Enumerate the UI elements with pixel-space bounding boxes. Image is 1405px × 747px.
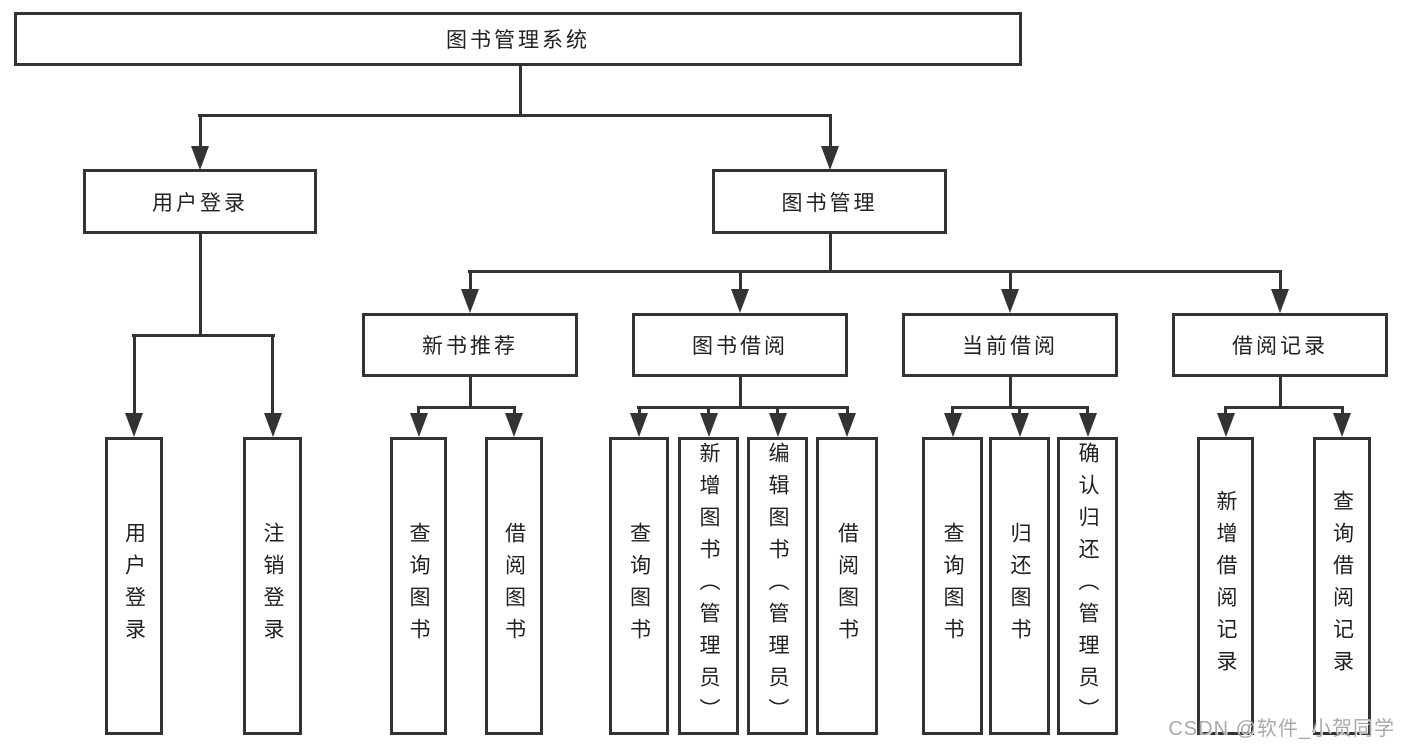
node-label: 图书管理系统 xyxy=(446,29,590,52)
connector-recommend-split xyxy=(417,406,516,409)
connector-user-login-drop xyxy=(199,231,202,336)
node-label: 用户登录 xyxy=(122,522,146,650)
connector-line xyxy=(1224,406,1227,415)
connector-line xyxy=(1086,406,1089,415)
connector-records-split xyxy=(1224,406,1343,409)
node-user-login: 用户登录 xyxy=(105,437,163,735)
node-user-login-group: 用户登录 xyxy=(83,169,317,234)
connector-to-book-management xyxy=(829,114,832,148)
connector-line xyxy=(707,406,710,415)
arrowhead-new-book-recommend xyxy=(461,289,479,313)
node-label: 注销登录 xyxy=(261,522,284,650)
arrowhead-borrow-books xyxy=(505,413,523,437)
arrowhead-add-borrow-record xyxy=(1217,413,1235,437)
node-label: 查询图书 xyxy=(407,522,430,650)
node-query-books-current: 查询图书 xyxy=(922,437,983,735)
node-confirm-return-admin: 确认归还（管理员） xyxy=(1057,437,1118,735)
node-label: 查询借阅记录 xyxy=(1330,490,1354,682)
node-label: 归还图书 xyxy=(1008,522,1031,650)
connector-borrowing-drop xyxy=(739,375,742,409)
node-library-management-system: 图书管理系统 xyxy=(14,12,1022,66)
node-logout: 注销登录 xyxy=(243,437,302,735)
connector-recommend-drop xyxy=(469,375,472,409)
arrowhead-book-borrowing xyxy=(731,289,749,313)
node-label: 查询图书 xyxy=(941,522,964,650)
connector-line xyxy=(271,334,274,415)
arrowhead-borrow-books xyxy=(838,413,856,437)
connector-line xyxy=(1279,270,1282,291)
arrowhead-query-books xyxy=(944,413,962,437)
connector-line xyxy=(469,270,472,291)
connector-user-login-split xyxy=(132,334,275,337)
connector-level3-split xyxy=(468,270,1282,273)
arrowhead-user-login-group xyxy=(191,146,209,170)
connector-line xyxy=(638,406,641,415)
connector-records-drop xyxy=(1279,375,1282,409)
connector-line xyxy=(1018,406,1021,415)
arrowhead-query-borrow-record xyxy=(1333,413,1351,437)
node-add-borrow-record: 新增借阅记录 xyxy=(1197,437,1254,735)
node-label: 当前借阅 xyxy=(962,335,1058,358)
node-label: 编辑图书（管理员） xyxy=(766,442,789,730)
connector-line xyxy=(1341,406,1344,415)
connector-borrowing-split xyxy=(637,406,848,409)
connector-book-management-drop xyxy=(829,231,832,273)
node-label: 用户登录 xyxy=(152,191,248,215)
node-label: 借阅图书 xyxy=(502,522,526,650)
csdn-watermark: CSDN @软件_小贺同学 xyxy=(1168,718,1395,740)
arrowhead-book-management xyxy=(821,146,839,170)
node-new-book-recommend: 新书推荐 xyxy=(362,313,578,377)
node-query-borrow-record: 查询借阅记录 xyxy=(1313,437,1371,735)
node-query-books-borrowing: 查询图书 xyxy=(609,437,669,735)
node-current-borrowing: 当前借阅 xyxy=(902,313,1118,377)
node-label: 图书借阅 xyxy=(692,335,788,358)
node-label: 借阅记录 xyxy=(1232,335,1328,358)
connector-line xyxy=(513,406,516,415)
node-book-management: 图书管理 xyxy=(712,169,947,234)
connector-to-user-login-group xyxy=(199,114,202,148)
connector-line xyxy=(133,334,136,415)
node-label: 借阅图书 xyxy=(835,522,859,650)
arrowhead-return-books xyxy=(1011,413,1029,437)
connector-current-drop xyxy=(1009,375,1012,409)
node-label: 新增借阅记录 xyxy=(1214,490,1237,682)
arrowhead-borrowing-records xyxy=(1271,289,1289,313)
arrowhead-query-books xyxy=(630,413,648,437)
node-query-books-recommend: 查询图书 xyxy=(390,437,447,735)
node-label: 查询图书 xyxy=(627,522,651,650)
node-label: 确认归还（管理员） xyxy=(1076,442,1099,730)
node-label: 新增图书（管理员） xyxy=(697,442,720,730)
node-borrowing-records: 借阅记录 xyxy=(1172,313,1388,377)
arrowhead-logout xyxy=(264,413,282,437)
connector-root-drop xyxy=(519,63,522,117)
arrowhead-add-books xyxy=(700,413,718,437)
node-borrow-books-recommend: 借阅图书 xyxy=(485,437,543,735)
connector-line xyxy=(951,406,954,415)
node-return-books: 归还图书 xyxy=(989,437,1050,735)
node-label: 新书推荐 xyxy=(422,335,518,358)
connector-line xyxy=(846,406,849,415)
connector-line xyxy=(739,270,742,291)
connector-line xyxy=(1009,270,1012,291)
arrowhead-confirm-return xyxy=(1079,413,1097,437)
node-borrow-books-borrowing: 借阅图书 xyxy=(816,437,878,735)
connector-level2-split xyxy=(198,114,832,117)
node-add-books-admin: 新增图书（管理员） xyxy=(678,437,739,735)
node-edit-books-admin: 编辑图书（管理员） xyxy=(747,437,808,735)
connector-line xyxy=(776,406,779,415)
arrowhead-user-login xyxy=(125,413,143,437)
node-label: 图书管理 xyxy=(781,191,878,215)
arrowhead-edit-books xyxy=(769,413,787,437)
node-book-borrowing: 图书借阅 xyxy=(632,313,848,377)
arrowhead-current-borrowing xyxy=(1001,289,1019,313)
connector-line xyxy=(417,406,420,415)
arrowhead-query-books xyxy=(410,413,428,437)
